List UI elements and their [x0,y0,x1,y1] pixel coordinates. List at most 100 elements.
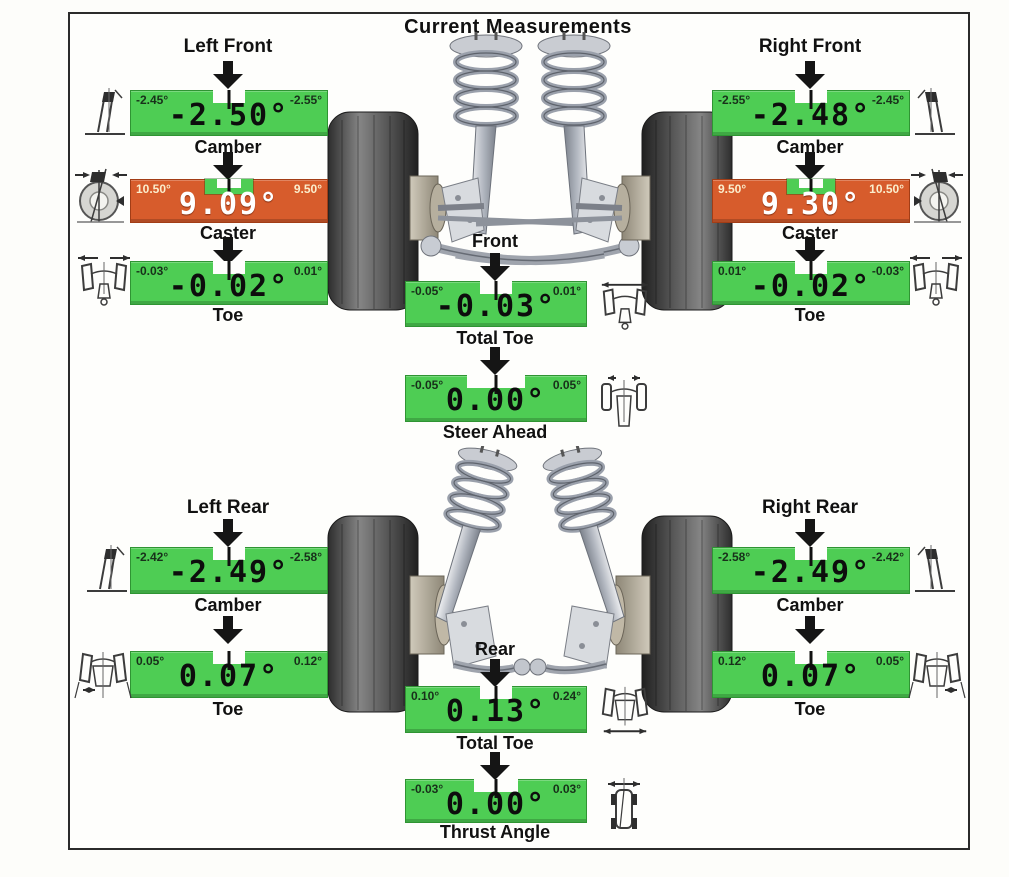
spec-notch [795,651,827,670]
pointer [809,651,813,670]
down-arrow-icon [795,519,825,547]
gauge-value: -2.48° [750,98,872,133]
limit-right: -2.55° [289,93,322,107]
pointer [494,375,498,394]
limit-right: -2.45° [871,93,904,107]
limit-right: 0.03° [552,782,581,796]
steer-ahead-icon [596,372,652,430]
lf-camber-label: Camber [194,137,262,157]
down-arrow-icon [213,152,243,180]
camber-icon [84,543,130,595]
pointer [494,686,498,705]
limit-left: -2.42° [136,550,169,564]
limit-right: -0.03° [871,264,904,278]
limit-right: -2.42° [871,550,904,564]
camber-icon [912,86,958,138]
limit-left: -2.58° [718,550,751,564]
front-total-toe-gauge: -0.05° 0.01° -0.03° [405,281,587,327]
camber-icon [912,543,958,595]
limit-left: -0.03° [411,782,444,796]
toe-icon [74,250,134,308]
gauge-value: -0.02° [750,269,872,304]
spec-notch [480,281,512,300]
limit-right: 9.50° [293,182,322,196]
limit-right: 10.50° [869,182,904,196]
limit-left: 9.50° [718,182,747,196]
gauge-value: 0.07° [178,659,280,694]
caster-icon [908,166,966,224]
limit-right: 0.24° [552,689,581,703]
spec-notch [474,779,518,798]
limit-left: 10.50° [136,182,171,196]
down-arrow-icon [213,519,243,547]
rf-toe-label: Toe [794,305,826,325]
caster-icon [72,166,130,224]
spec-notch [795,261,827,280]
rf-caster-label: Caster [781,223,839,243]
spec-notch [205,179,253,194]
down-arrow-icon [795,616,825,644]
rear-toe-icon [72,646,134,704]
gauge-value: 0.13° [445,694,547,729]
lf-caster-gauge: 10.50° 9.50° 9.09° [130,179,328,223]
limit-left: 0.10° [411,689,440,703]
lf-camber-gauge: -2.45° -2.55° -2.50° [130,90,328,136]
thrust-angle-gauge: -0.03° 0.03° 0.00° [405,779,587,823]
limit-right: 0.01° [293,264,322,278]
limit-left: 0.01° [718,264,747,278]
front-total-toe-label: Total Toe [456,328,534,348]
rear-toe-icon [906,646,968,704]
pointer [494,779,498,798]
limit-left: -0.05° [411,284,444,298]
rear-header: Rear [474,639,516,659]
pointer [494,281,498,300]
gauge-value: -2.49° [168,555,290,590]
spec-notch [795,90,827,109]
rear-total-toe-label: Total Toe [456,733,534,753]
down-arrow-icon [213,61,243,89]
limit-left: 0.05° [136,654,165,668]
limit-right: 0.01° [552,284,581,298]
left-front-header: Left Front [183,36,273,57]
right-rear-header: Right Rear [761,497,859,518]
right-front-header: Right Front [758,36,862,57]
rear-total-toe-icon [598,682,652,740]
lr-camber-gauge: -2.42° -2.58° -2.49° [130,547,328,594]
gauge-value: -2.50° [168,98,290,133]
lf-toe-label: Toe [212,305,244,325]
pointer [227,261,231,280]
gauge-value: 0.07° [760,659,862,694]
rf-camber-gauge: -2.55° -2.45° -2.48° [712,90,910,136]
left-rear-header: Left Rear [186,497,270,518]
total-toe-icon [598,278,652,334]
toe-icon [906,250,966,308]
limit-left: 0.12° [718,654,747,668]
front-header: Front [472,231,518,251]
pointer [227,651,231,670]
steer-ahead-label: Steer Ahead [442,422,548,442]
steer-ahead-gauge: -0.05° 0.05° 0.00° [405,375,587,422]
limit-left: -0.03° [136,264,169,278]
down-arrow-icon [795,61,825,89]
limit-right: -2.58° [289,550,322,564]
page-title: Current Measurements [404,16,632,38]
spec-notch [787,179,835,194]
rr-toe-label: Toe [794,699,826,719]
gauge-value: 9.30° [760,187,862,222]
lr-camber-label: Camber [194,595,262,615]
limit-right: 0.05° [552,378,581,392]
gauge-value: -0.03° [435,289,557,324]
gauge-value: 0.00° [445,787,547,822]
gauge-value: -2.49° [750,555,872,590]
limit-left: -2.55° [718,93,751,107]
spec-notch [213,547,245,566]
rear-suspension-illustration [326,446,734,720]
spec-notch [467,375,525,394]
thrust-angle-icon [602,776,648,834]
limit-right: 0.12° [293,654,322,668]
camber-icon [82,86,128,138]
pointer [809,261,813,280]
limit-left: -0.05° [411,378,444,392]
rf-toe-gauge: 0.01° -0.03° -0.02° [712,261,910,305]
